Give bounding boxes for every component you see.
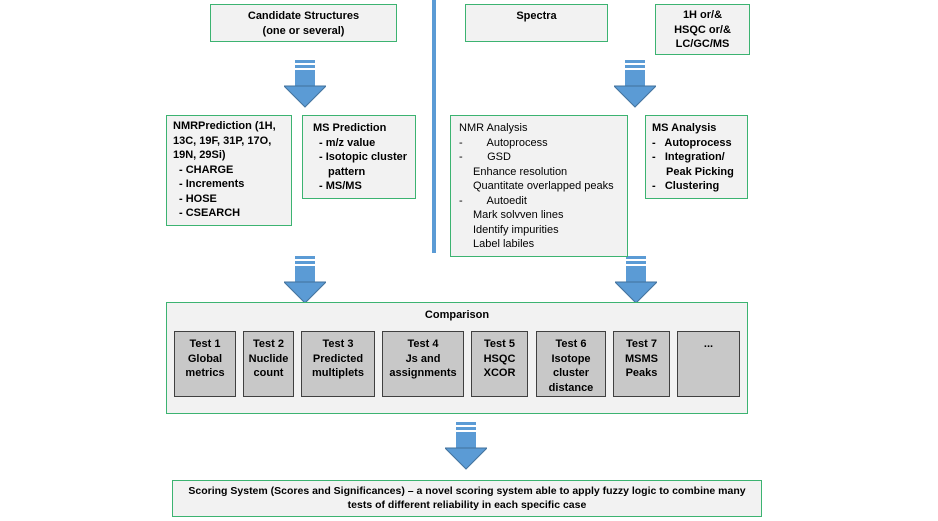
ms-analysis-item: - Clustering	[652, 180, 720, 192]
nmr-analysis-line: Identify impurities	[473, 223, 559, 236]
test-7-line: Peaks	[625, 367, 658, 379]
nmr-prediction-title-2: 13C, 19F, 31P, 17O,	[173, 134, 272, 147]
nmr-analysis-box: NMR Analysis - Autoprocess - GSD Enhance…	[450, 115, 628, 257]
vertical-divider	[432, 0, 436, 253]
arrow-down-icon	[445, 422, 487, 470]
test-1-line: Test 1	[189, 338, 221, 350]
test-2-line: Test 2	[253, 338, 284, 350]
nmr-analysis-line: - GSD	[459, 151, 511, 163]
test-3: Test 3 Predicted multiplets	[301, 331, 375, 397]
ms-analysis-title: MS Analysis	[652, 122, 717, 134]
test-4-line: Test 4	[407, 338, 439, 350]
spectra-types-box: 1H or/& HSQC or/& LC/GC/MS	[655, 4, 750, 55]
spectra-type-hsqc: HSQC or/&	[674, 23, 731, 36]
test-7-line: MSMS	[625, 352, 658, 365]
test-6: Test 6 Isotope cluster distance	[536, 331, 606, 397]
test-3-line: multiplets	[312, 367, 364, 379]
nmr-prediction-title-1: NMRPrediction (1H,	[173, 120, 276, 132]
nmr-prediction-title-3: 19N, 29Si)	[173, 149, 226, 161]
arrow-down-icon	[284, 60, 326, 108]
candidate-structures-subtitle: (one or several)	[262, 24, 345, 37]
ms-analysis-box: MS Analysis - Autoprocess - Integration/…	[645, 115, 748, 199]
test-1-line: metrics	[185, 367, 225, 379]
scoring-line-2: tests of different reliability in each s…	[347, 499, 587, 511]
nmr-analysis-line: Mark solvven lines	[473, 209, 564, 221]
nmr-analysis-title: NMR Analysis	[459, 122, 528, 134]
arrow-down-icon	[615, 256, 657, 304]
test-4-line: Js and	[405, 352, 441, 365]
test-6-line: cluster	[552, 367, 590, 379]
test-5-line: HSQC	[483, 352, 516, 365]
nmr-analysis-line: Enhance resolution	[473, 165, 568, 178]
test-1-line: Global	[187, 352, 223, 365]
candidate-structures-title: Candidate Structures	[247, 10, 360, 22]
test-5-line: Test 5	[484, 338, 515, 350]
comparison-title: Comparison	[424, 309, 490, 321]
test-more-line: ...	[703, 338, 714, 350]
ms-prediction-box: MS Prediction - m/z value - Isotopic clu…	[302, 115, 416, 199]
test-7-line: Test 7	[626, 338, 657, 350]
test-2: Test 2 Nuclide count	[243, 331, 294, 397]
test-5: Test 5 HSQC XCOR	[471, 331, 528, 397]
ms-analysis-item: Peak Picking	[666, 165, 734, 178]
test-2-line: Nuclide	[248, 352, 289, 365]
ms-analysis-item: - Autoprocess	[652, 136, 732, 149]
spectra-box: Spectra	[465, 4, 608, 42]
nmr-prediction-item: - HOSE	[179, 192, 217, 205]
arrow-down-icon	[614, 60, 656, 108]
nmr-analysis-line: - Autoprocess	[459, 136, 548, 149]
test-1: Test 1 Global metrics	[174, 331, 236, 397]
ms-prediction-item: pattern	[328, 165, 366, 178]
test-6-line: Isotope	[551, 352, 591, 365]
ms-analysis-item: - Integration/	[652, 151, 725, 163]
nmr-analysis-line: Quantitate overlapped peaks	[473, 180, 614, 192]
spectra-title: Spectra	[516, 10, 557, 22]
test-4-line: assignments	[389, 367, 457, 379]
ms-prediction-item: - MS/MS	[319, 180, 362, 192]
nmr-prediction-item: - Increments	[179, 178, 245, 190]
nmr-prediction-item: - CSEARCH	[179, 207, 241, 219]
ms-prediction-item: - Isotopic cluster	[319, 151, 408, 163]
nmr-analysis-line: Label labiles	[473, 238, 535, 250]
nmr-analysis-line: - Autoedit	[459, 194, 527, 207]
test-7: Test 7 MSMS Peaks	[613, 331, 670, 397]
candidate-structures-box: Candidate Structures (one or several)	[210, 4, 397, 42]
ms-prediction-title: MS Prediction	[313, 122, 387, 134]
test-2-line: count	[253, 367, 284, 379]
scoring-system-box: Scoring System (Scores and Significances…	[172, 480, 762, 517]
test-4: Test 4 Js and assignments	[382, 331, 464, 397]
test-more: ...	[677, 331, 740, 397]
test-3-line: Predicted	[312, 352, 364, 365]
scoring-line-1: Scoring System (Scores and Significances…	[188, 485, 746, 497]
test-6-line: Test 6	[555, 338, 587, 350]
ms-prediction-item: - m/z value	[319, 136, 376, 149]
arrow-down-icon	[284, 256, 326, 304]
nmr-prediction-item: - CHARGE	[179, 163, 234, 176]
nmr-prediction-box: NMRPrediction (1H, 13C, 19F, 31P, 17O, 1…	[166, 115, 292, 226]
spectra-type-1h: 1H or/&	[682, 9, 723, 21]
test-6-line: distance	[548, 381, 594, 394]
test-3-line: Test 3	[322, 338, 354, 350]
test-5-line: XCOR	[483, 367, 516, 379]
spectra-type-lcgcms: LC/GC/MS	[675, 38, 730, 50]
